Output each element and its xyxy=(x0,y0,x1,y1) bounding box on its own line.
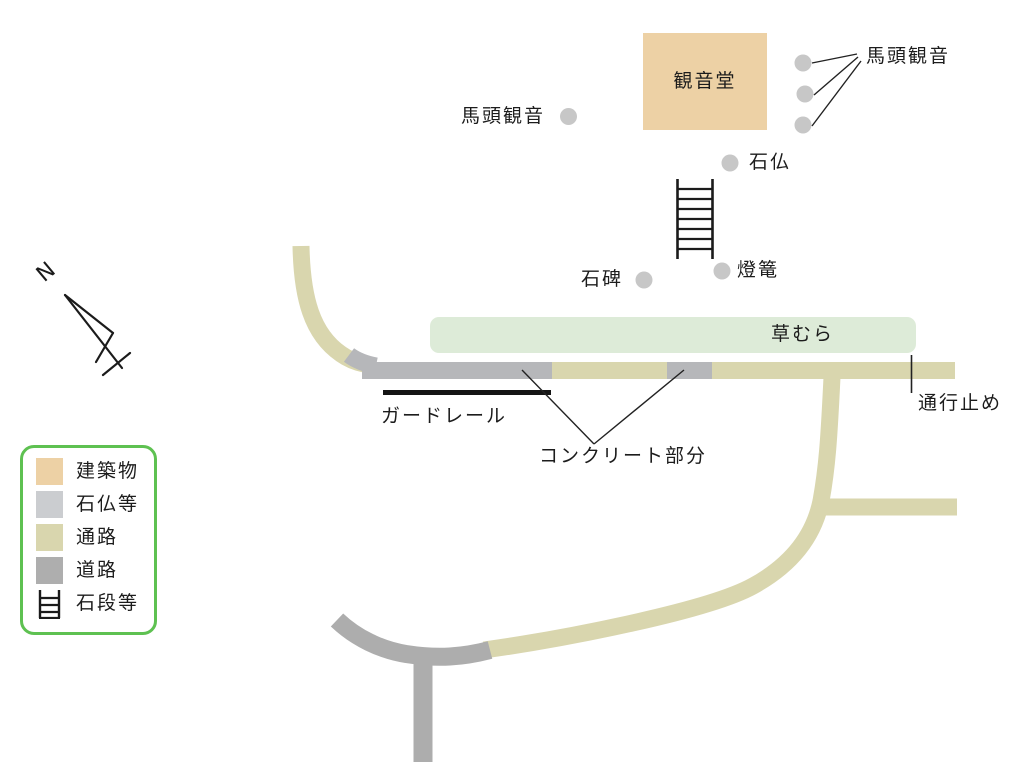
concrete-label: コンクリート部分 xyxy=(539,445,708,467)
leader-line-bato-1 xyxy=(811,53,858,64)
sekihi-marker xyxy=(635,271,653,289)
branch-path xyxy=(482,376,841,659)
path-swatch xyxy=(36,524,63,551)
building-label-box: 観音堂 xyxy=(643,33,767,130)
sekibutsu-label: 石仏 xyxy=(749,151,792,173)
concrete-segment-2 xyxy=(667,362,712,379)
north-arrow-icon xyxy=(63,293,132,377)
guardrail-label: ガードレール xyxy=(381,405,508,427)
stone-steps-legend-icon xyxy=(38,589,61,619)
sekihi-label: 石碑 xyxy=(581,268,624,290)
grass-area xyxy=(430,317,916,353)
legend-label-building: 建築物 xyxy=(76,459,140,482)
legend-item-road: 道路 xyxy=(36,557,154,584)
legend-label-road: 道路 xyxy=(76,558,119,581)
stone-swatch xyxy=(36,491,63,518)
leader-line-bato-2 xyxy=(813,56,859,96)
legend-label-stone: 石仏等 xyxy=(76,492,140,515)
bato-kannon-left-label: 馬頭観音 xyxy=(461,105,546,127)
concrete-segment-1 xyxy=(362,362,552,379)
bato-kannon-marker-2 xyxy=(796,85,814,103)
toro-marker xyxy=(713,262,731,280)
legend-item-stone: 石仏等 xyxy=(36,491,154,518)
grass-label: 草むら xyxy=(771,323,835,345)
upper-curve-path xyxy=(292,245,366,373)
building-label: 観音堂 xyxy=(673,69,737,92)
road-swatch xyxy=(36,557,63,584)
leader-line-bato-3 xyxy=(811,60,862,127)
bato-kannon-marker-left xyxy=(560,108,577,125)
stone-steps-icon xyxy=(676,179,714,259)
leader-line-concrete-2 xyxy=(593,369,685,445)
sekibutsu-marker xyxy=(721,154,739,172)
legend-item-building: 建築物 xyxy=(36,458,154,485)
bato-kannon-marker-3 xyxy=(794,116,812,134)
building-swatch xyxy=(36,458,63,485)
lower-road xyxy=(330,613,493,666)
bato-kannon-marker-1 xyxy=(794,54,812,72)
closed-label: 通行止め xyxy=(918,392,1003,414)
leader-line-concrete-1 xyxy=(521,369,595,445)
legend-item-path: 通路 xyxy=(36,524,154,551)
legend-item-steps: 石段等 xyxy=(36,589,154,619)
bato-kannon-right-label: 馬頭観音 xyxy=(866,45,951,67)
toro-label: 燈篭 xyxy=(737,259,780,281)
building xyxy=(643,33,767,130)
legend-label-path: 通路 xyxy=(76,525,119,548)
legend: 建築物 石仏等 通路 道路 石段等 xyxy=(20,445,157,635)
legend-label-steps: 石段等 xyxy=(76,591,140,614)
